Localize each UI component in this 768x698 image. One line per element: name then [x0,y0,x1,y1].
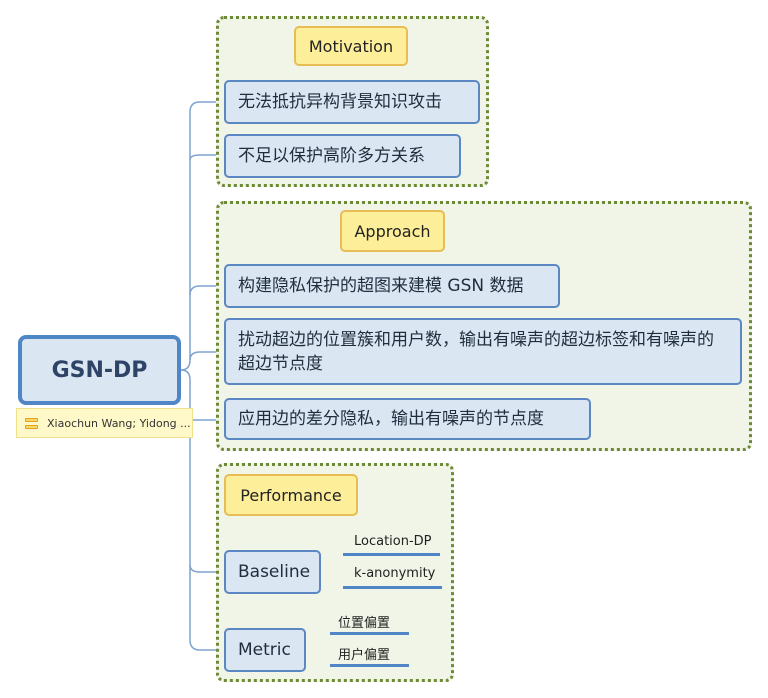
approach-item[interactable]: 应用边的差分隐私，输出有噪声的节点度 [224,398,591,440]
motivation-callout: Motivation [294,26,408,66]
motivation-item[interactable]: 无法抵抗异构背景知识攻击 [224,80,480,124]
motivation-item[interactable]: 不足以保护高阶多方关系 [224,134,461,178]
baseline-child-underline [343,586,442,589]
approach-callout: Approach [340,210,445,252]
baseline-node[interactable]: Baseline [224,550,321,594]
baseline-label: Baseline [238,562,311,582]
motivation-item-label: 不足以保护高阶多方关系 [238,146,425,166]
metric-child-underline [330,664,409,667]
metric-label: Metric [238,640,291,660]
metric-child[interactable]: 位置偏置 [338,616,391,631]
approach-item-label: 应用边的差分隐私，输出有噪声的节点度 [238,409,544,429]
metric-node[interactable]: Metric [224,628,306,672]
performance-callout: Performance [224,474,358,516]
root-node[interactable]: GSN-DP [18,335,181,405]
root-note[interactable]: Xiaochun Wang; Yidong ... [16,408,193,438]
baseline-child-underline [343,553,440,556]
approach-item-label: 构建隐私保护的超图来建模 GSN 数据 [238,276,524,296]
note-icon [25,417,38,429]
motivation-item-label: 无法抵抗异构背景知识攻击 [238,92,442,112]
baseline-child[interactable]: k-anonymity [354,566,436,581]
root-title: GSN-DP [51,357,148,383]
approach-item[interactable]: 构建隐私保护的超图来建模 GSN 数据 [224,264,560,308]
root-note-text: Xiaochun Wang; Yidong ... [47,416,191,430]
metric-child[interactable]: 用户偏置 [338,648,391,663]
approach-item[interactable]: 扰动超边的位置簇和用户数，输出有噪声的超边标签和有噪声的超边节点度 [224,318,742,385]
baseline-child[interactable]: Location-DP [354,534,432,549]
metric-child-underline [330,632,409,635]
approach-item-label: 扰动超边的位置簇和用户数，输出有噪声的超边标签和有噪声的超边节点度 [238,329,714,374]
